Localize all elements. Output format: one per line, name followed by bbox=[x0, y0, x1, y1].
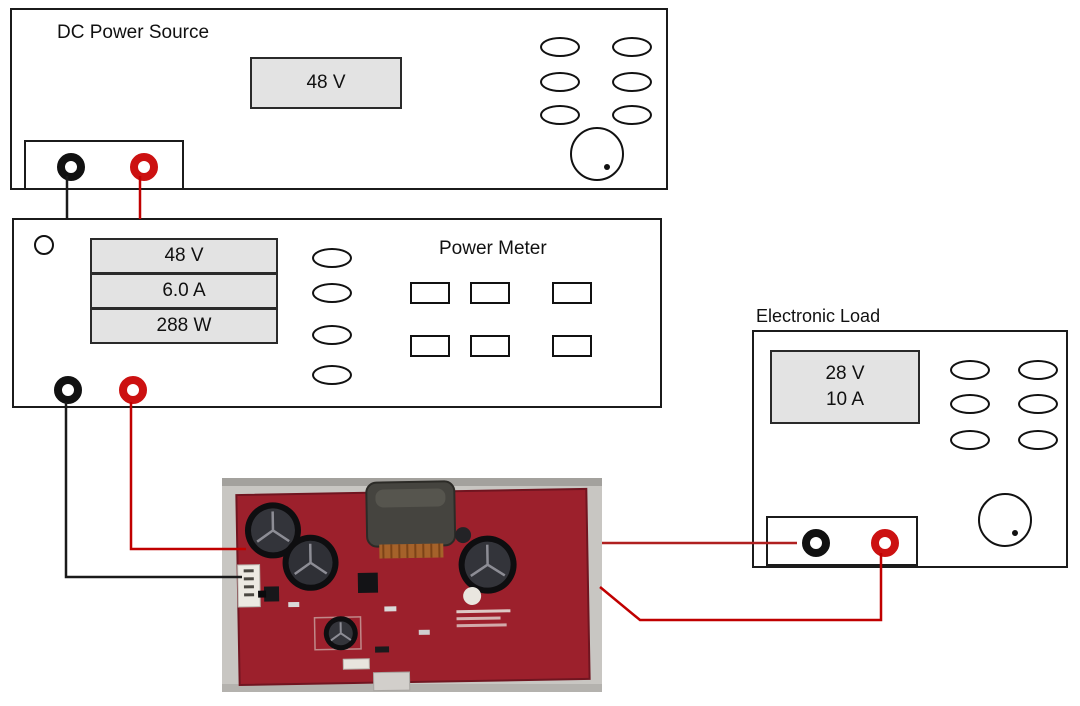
power-meter-panel: Power Meter 48 V 6.0 A 288 W bbox=[12, 218, 662, 408]
square-button[interactable] bbox=[552, 282, 592, 304]
square-button[interactable] bbox=[552, 335, 592, 357]
aux-connector bbox=[342, 658, 370, 670]
dc-source-voltage-value: 48 V bbox=[306, 72, 346, 94]
bottom-connector bbox=[372, 671, 411, 692]
oval-button[interactable] bbox=[950, 360, 990, 380]
oval-button[interactable] bbox=[612, 72, 652, 92]
load-terminal-panel bbox=[766, 516, 918, 566]
oval-button[interactable] bbox=[312, 248, 352, 268]
oval-button[interactable] bbox=[950, 394, 990, 414]
controller-ic bbox=[357, 572, 379, 593]
input-capacitor bbox=[244, 502, 301, 559]
oval-button[interactable] bbox=[540, 37, 580, 57]
evaluation-board-photo bbox=[222, 478, 602, 692]
load-settings-display: 28 V 10 A bbox=[770, 350, 920, 424]
meter-power-value: 288 W bbox=[156, 315, 212, 337]
oval-button[interactable] bbox=[1018, 430, 1058, 450]
small-capacitor bbox=[323, 616, 358, 651]
meter-power-display: 288 W bbox=[90, 308, 278, 344]
square-button[interactable] bbox=[410, 282, 450, 304]
black-terminal[interactable] bbox=[54, 376, 82, 404]
square-button[interactable] bbox=[410, 335, 450, 357]
oval-button[interactable] bbox=[540, 72, 580, 92]
input-capacitor bbox=[282, 534, 339, 591]
wire-meter-to-board-black bbox=[64, 402, 242, 579]
meter-current-value: 6.0 A bbox=[162, 280, 206, 302]
oval-button[interactable] bbox=[312, 365, 352, 385]
dc-source-voltage-display: 48 V bbox=[250, 57, 402, 109]
transformer bbox=[365, 480, 457, 559]
load-voltage-value: 28 V bbox=[825, 363, 865, 385]
red-terminal[interactable] bbox=[871, 529, 899, 557]
red-terminal[interactable] bbox=[130, 153, 158, 181]
oval-button[interactable] bbox=[1018, 360, 1058, 380]
switch bbox=[263, 586, 280, 602]
dc-power-source-title: DC Power Source bbox=[57, 22, 210, 43]
square-button[interactable] bbox=[470, 282, 510, 304]
evaluation-board-photo-svg bbox=[222, 478, 602, 692]
dc-source-terminal-panel bbox=[24, 140, 184, 190]
power-meter-title: Power Meter bbox=[439, 238, 547, 259]
oval-button[interactable] bbox=[312, 283, 352, 303]
dc-power-source-panel: DC Power Source 48 V bbox=[10, 8, 668, 190]
black-terminal[interactable] bbox=[57, 153, 85, 181]
output-capacitor bbox=[458, 535, 517, 594]
oval-button[interactable] bbox=[612, 105, 652, 125]
ti-logo-mark bbox=[463, 586, 482, 605]
meter-voltage-value: 48 V bbox=[164, 245, 204, 267]
load-current-value: 10 A bbox=[825, 389, 865, 410]
electronic-load-title: Electronic Load bbox=[756, 306, 881, 326]
meter-voltage-display: 48 V bbox=[90, 238, 278, 274]
oval-button[interactable] bbox=[950, 430, 990, 450]
oval-button[interactable] bbox=[612, 37, 652, 57]
square-button[interactable] bbox=[470, 335, 510, 357]
oval-button[interactable] bbox=[1018, 394, 1058, 414]
oval-button[interactable] bbox=[312, 325, 352, 345]
electronic-load-panel: 28 V 10 A bbox=[752, 330, 1068, 568]
rotary-knob[interactable] bbox=[978, 493, 1032, 547]
red-terminal[interactable] bbox=[119, 376, 147, 404]
sense-connector[interactable] bbox=[34, 235, 54, 255]
oval-button[interactable] bbox=[540, 105, 580, 125]
black-terminal[interactable] bbox=[802, 529, 830, 557]
meter-current-display: 6.0 A bbox=[90, 273, 278, 309]
rotary-knob[interactable] bbox=[570, 127, 624, 181]
